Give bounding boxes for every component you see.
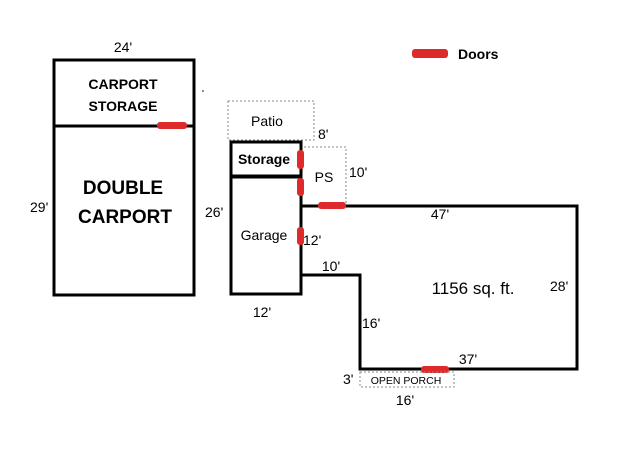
patio: Patio 8' [227,100,328,142]
storage-door [297,150,304,169]
garage-bottom-dim-label: 12' [253,304,271,320]
ps-area: PS 10' [299,146,367,207]
house-notch-dim-label: 16' [362,315,380,331]
legend: Doors [412,46,499,62]
ps-dim-label: 10' [349,164,367,180]
carport-height-label: 29' [30,199,48,215]
house-side-door [318,202,346,209]
carport-storage-label-line2: STORAGE [89,98,158,114]
stray-dot [202,90,204,92]
carport-storage-door [157,122,187,129]
house-right-dim-label: 28' [550,278,568,294]
double-carport-label-line2: CARPORT [78,207,172,228]
carport-building: 24' 29' CARPORT STORAGE DOUBLE CARPORT [30,39,204,297]
garage-inner-dim-label: 12' [303,232,321,248]
garage-upper-door [297,178,304,196]
garage-side-door [297,227,304,245]
carport-width-label: 24' [114,39,132,55]
house-top-dim-label: 47' [431,206,449,222]
house-outline [301,204,579,371]
patio-label: Patio [251,113,283,129]
garage-building: Storage Garage 26' 12' 12' [205,140,321,320]
main-house: 47' 28' 10' 16' 37' 1156 sq. ft. [301,202,579,373]
open-porch-outline [359,371,455,388]
patio-dim-label: 8' [318,126,328,142]
storage-label: Storage [238,151,290,167]
house-area-label: 1156 sq. ft. [432,279,515,298]
legend-doors-label: Doors [458,46,499,62]
garage-left-dim-label: 26' [205,204,223,220]
open-porch-label: OPEN PORCH [371,375,442,387]
double-carport-label-line1: DOUBLE [83,178,163,199]
open-porch-width-label: 16' [396,392,414,408]
patio-outline [227,100,315,141]
carport-storage-label-line1: CARPORT [88,76,158,92]
house-step-dim-label: 10' [322,258,340,274]
house-front-door [421,366,449,373]
garage-label: Garage [241,227,288,243]
open-porch: OPEN PORCH 3' 16' [343,371,455,408]
carport-outline [52,58,196,297]
open-porch-depth-label: 3' [343,371,353,387]
legend-door-swatch [412,49,448,58]
ps-label: PS [315,169,334,185]
house-bottom-dim-label: 37' [459,351,477,367]
